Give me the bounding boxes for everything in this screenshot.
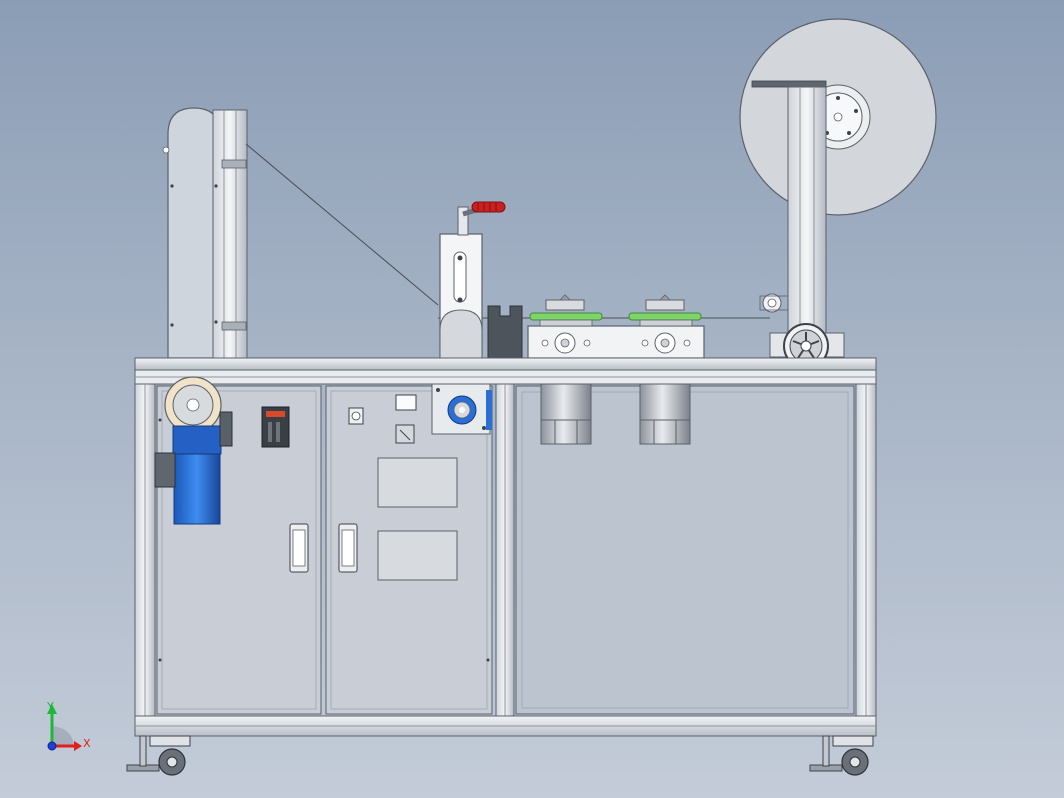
y-axis-label: Y xyxy=(46,700,54,713)
triad-arc-icon xyxy=(52,726,74,746)
clamp-block xyxy=(487,305,523,359)
electrical-components[interactable] xyxy=(348,394,417,444)
coordinate-triad[interactable]: Y X xyxy=(46,700,91,751)
cylinder-right[interactable] xyxy=(639,383,691,445)
press-handle[interactable] xyxy=(462,201,506,217)
door-handles[interactable] xyxy=(289,523,358,573)
frame-bottom-rail xyxy=(134,715,877,737)
x-axis-label: X xyxy=(83,737,91,750)
table-top xyxy=(134,357,877,385)
frame-columns xyxy=(134,383,877,719)
caster-left xyxy=(126,735,191,776)
drive-motor[interactable] xyxy=(154,376,233,525)
pulley-right[interactable] xyxy=(628,294,702,327)
z-axis-dot xyxy=(47,741,57,751)
cylinder-left[interactable] xyxy=(540,383,592,445)
caster-right xyxy=(809,735,874,776)
press-station[interactable] xyxy=(439,206,483,359)
tape-drive-tower[interactable] xyxy=(162,107,248,359)
roller-station[interactable] xyxy=(527,325,705,359)
tape-reel[interactable] xyxy=(739,18,937,216)
tape-strip xyxy=(245,143,439,306)
reel-support-column xyxy=(751,80,827,338)
pulley-left[interactable] xyxy=(529,294,603,327)
gearbox-unit[interactable] xyxy=(431,383,492,435)
controller-module[interactable] xyxy=(261,406,290,448)
